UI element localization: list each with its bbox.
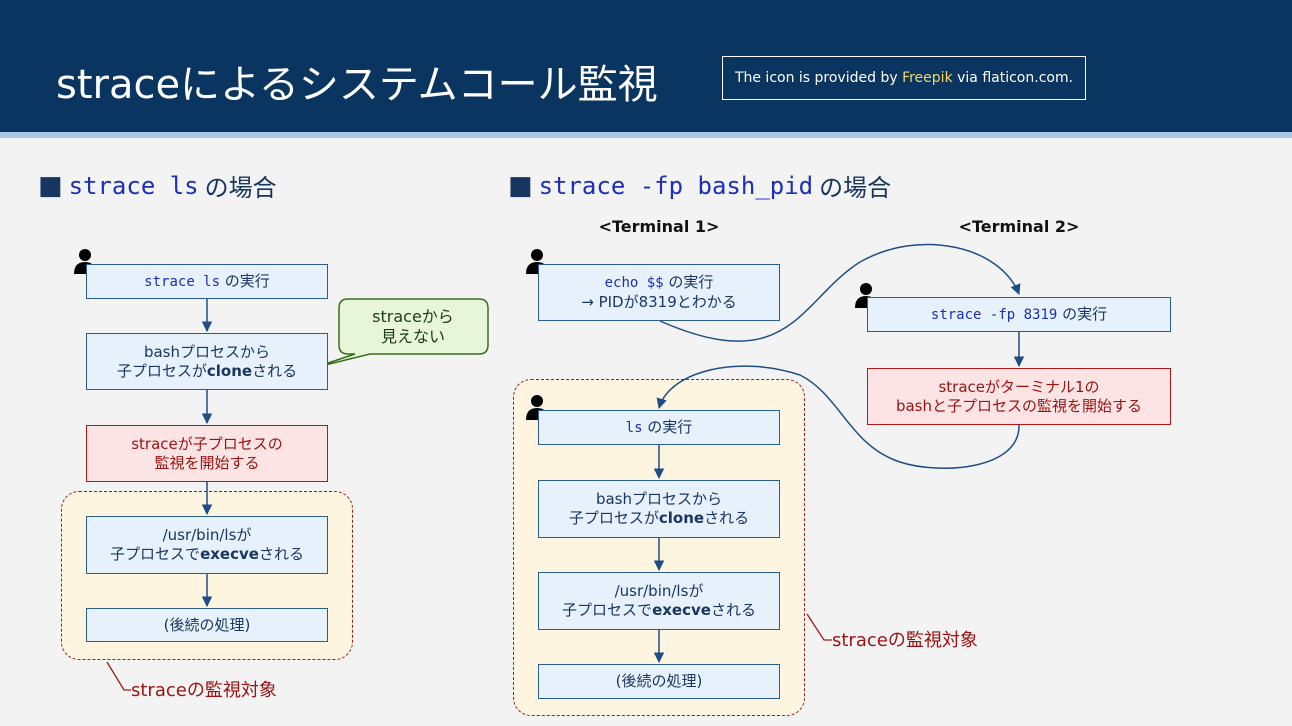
box-strace-fp-run: strace -fp 8319 の実行 [867, 297, 1171, 332]
callout-line-right [806, 613, 832, 641]
callout-line-left [106, 661, 131, 691]
box-line-2-post: される [252, 361, 298, 380]
header-bar [0, 0, 1292, 132]
heading-code: strace -fp bash_pid [538, 171, 814, 200]
box-text: (後続の処理) [615, 672, 703, 690]
curve-start-to-ls [656, 365, 1020, 469]
box-line-2-pre: 子プロセスが [568, 509, 659, 527]
left-section-heading: ■ strace ls の場合 [38, 168, 277, 203]
heading-suffix: の場合 [819, 174, 892, 202]
credit-suffix: via flaticon.com. [952, 70, 1074, 86]
box-code: echo $$ [604, 275, 664, 291]
heading-suffix: の場合 [204, 174, 277, 202]
box-code: ls [625, 419, 643, 436]
box-after-right: (後続の処理) [538, 664, 780, 699]
terminal-2-label: <Terminal 2> [958, 217, 1080, 236]
credit-link[interactable]: Freepik [902, 70, 953, 86]
box-line-1: bashプロセスから [595, 490, 723, 508]
box-text: の実行 [1057, 304, 1108, 323]
box-start-monitor-terminal: straceがターミナル1の bashと子プロセスの監視を開始する [867, 368, 1171, 425]
box-start-monitor: straceが子プロセスの 監視を開始する [86, 425, 328, 482]
box-line-1: straceが子プロセスの [131, 434, 283, 453]
box-strace-ls-run: strace ls の実行 [86, 264, 328, 299]
box-line-2-post: される [704, 509, 750, 527]
box-echo-run: echo $$ の実行 → PIDが8319とわかる [538, 264, 780, 321]
box-ls-run: ls の実行 [538, 410, 780, 445]
box-text: (後続の処理) [163, 615, 251, 634]
box-line-2: → PIDが8319とわかる [581, 293, 737, 311]
heading-code: strace ls [68, 171, 199, 200]
bubble-line-2: 見えない [380, 326, 445, 346]
bubble-line-1: straceから [372, 306, 454, 326]
box-line-2-bold: clone [206, 361, 253, 380]
right-monitor-label: straceの監視対象 [832, 630, 978, 651]
header-accent-line [0, 132, 1292, 138]
credit-prefix: The icon is provided by [734, 70, 903, 86]
box-line-2-bold: execve [200, 545, 259, 563]
box-line-2-post: される [710, 601, 756, 619]
box-text: の実行 [642, 417, 693, 436]
box-after: (後続の処理) [86, 608, 328, 642]
box-line-2-post: される [258, 545, 304, 563]
box-line-1: bashプロセスから [143, 342, 271, 361]
box-execve: /usr/bin/lsが 子プロセスでexecveされる [86, 516, 328, 574]
box-code: strace -fp 8319 [930, 306, 1058, 323]
box-line-2-bold: clone [658, 509, 705, 527]
box-bash-clone: bashプロセスから 子プロセスがcloneされる [86, 333, 328, 390]
box-text: の実行 [663, 273, 714, 291]
box-line-2-bold: execve [652, 601, 711, 619]
left-monitor-label: straceの監視対象 [131, 680, 277, 701]
box-line-1: /usr/bin/lsが [162, 526, 252, 544]
box-line-2: bashと子プロセスの監視を開始する [895, 396, 1143, 415]
terminal-1-label: <Terminal 1> [598, 217, 720, 236]
box-line-2-pre: 子プロセスが [116, 361, 207, 380]
heading-bullet: ■ [508, 170, 533, 201]
heading-bullet: ■ [38, 170, 63, 201]
box-line-2: 監視を開始する [154, 453, 260, 472]
speech-bubble-text: straceから 見えない [339, 299, 487, 354]
page-title: straceによるシステムコール監視 [56, 62, 658, 108]
icon-credit: The icon is provided by Freepik via flat… [722, 56, 1086, 100]
box-line-1: straceがターミナル1の [938, 377, 1100, 396]
box-code: strace ls [144, 273, 221, 290]
box-line-2-pre: 子プロセスで [562, 601, 653, 619]
right-section-heading: ■ strace -fp bash_pid の場合 [508, 168, 891, 203]
box-execve-right: /usr/bin/lsが 子プロセスでexecveされる [538, 572, 780, 630]
box-line-1: /usr/bin/lsが [614, 582, 704, 600]
box-bash-clone-right: bashプロセスから 子プロセスがcloneされる [538, 480, 780, 538]
box-text: の実行 [220, 271, 270, 290]
speech-bubble [312, 298, 489, 369]
box-line-2-pre: 子プロセスで [110, 545, 201, 563]
curve-echo-to-strace [659, 243, 1021, 342]
